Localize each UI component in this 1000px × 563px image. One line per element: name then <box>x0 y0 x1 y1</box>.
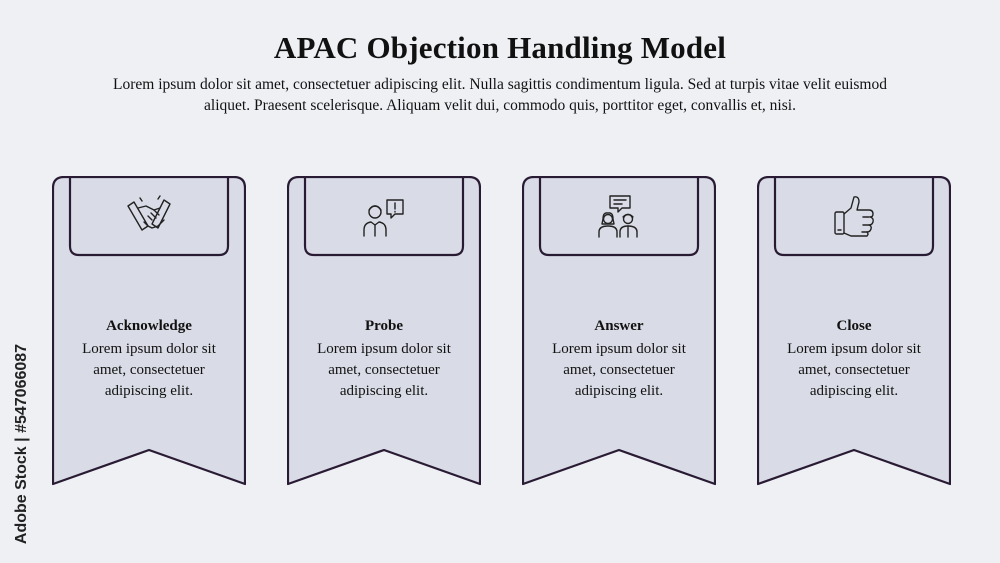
step-label: Answer <box>594 318 644 334</box>
step-label: Acknowledge <box>106 318 192 334</box>
step-description: Lorem ipsum dolor sit amet, consectetuer… <box>552 341 686 399</box>
step-card-close: Close Lorem ipsum dolor sit amet, consec… <box>757 176 951 491</box>
person-exclamation-icon <box>363 199 404 237</box>
step-label: Close <box>836 318 872 334</box>
handshake-icon <box>127 195 171 231</box>
watermark-text: Adobe Stock | #547066087 <box>13 343 30 545</box>
step-card-probe: Probe Lorem ipsum dolor sit amet, consec… <box>287 176 481 491</box>
step-label: Probe <box>364 318 404 334</box>
step-description: Lorem ipsum dolor sit amet, consectetuer… <box>317 341 451 399</box>
card-shape <box>287 176 481 486</box>
conversation-icon <box>598 195 638 238</box>
step-card-acknowledge: Acknowledge Lorem ipsum dolor sit amet, … <box>52 176 246 491</box>
page-title: APAC Objection Handling Model <box>273 30 727 65</box>
page-subtitle: Lorem ipsum dolor sit amet, consectetuer… <box>113 76 887 114</box>
thumbs-up-icon <box>834 196 874 237</box>
card-shape <box>757 176 951 486</box>
step-description: Lorem ipsum dolor sit amet, consectetuer… <box>787 341 921 399</box>
step-card-answer: Answer Lorem ipsum dolor sit amet, conse… <box>522 176 716 491</box>
step-description: Lorem ipsum dolor sit amet, consectetuer… <box>82 341 216 399</box>
stock-watermark: Adobe Stock | #547066087 <box>12 330 32 560</box>
card-shape <box>52 176 246 486</box>
card-shape <box>522 176 716 486</box>
